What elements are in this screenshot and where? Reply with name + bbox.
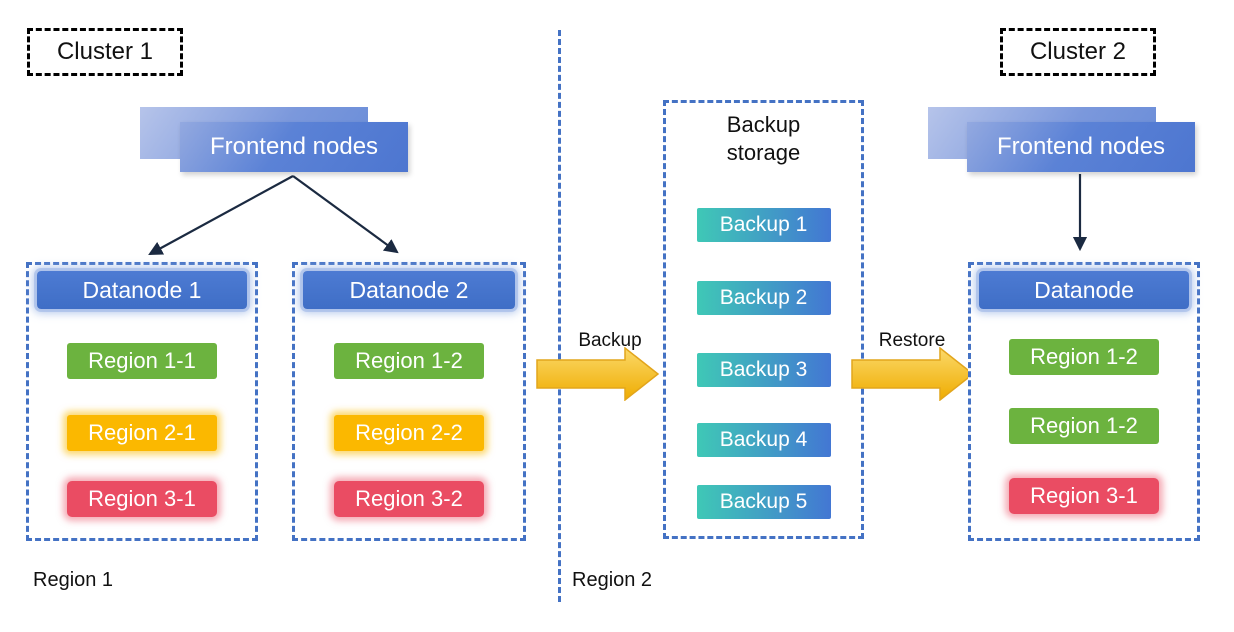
datanode2-header: Datanode 2 bbox=[303, 271, 515, 309]
cluster2-frontend-label: Frontend nodes bbox=[996, 133, 1166, 160]
datanode2-container: Datanode 2 Region 1-2 Region 2-2 Region … bbox=[292, 262, 526, 541]
region-label: Region 2-2 bbox=[355, 420, 463, 445]
restore-block-arrow bbox=[851, 347, 975, 401]
backup-storage-container: Backup storage Backup 1 Backup 2 Backup … bbox=[663, 100, 864, 539]
region-label: Region 2-1 bbox=[88, 420, 196, 445]
cluster1-frontend-label: Frontend nodes bbox=[209, 133, 379, 160]
region-label: Region 1-2 bbox=[355, 348, 463, 373]
cluster1-label-box: Cluster 1 bbox=[27, 28, 183, 76]
frontend-to-datanode2-arrow bbox=[292, 175, 399, 254]
region-label: Region 1-2 bbox=[1030, 344, 1138, 369]
region-box: Region 1-1 bbox=[67, 343, 217, 379]
backup-item-label: Backup 5 bbox=[719, 490, 808, 513]
backup-item: Backup 4 bbox=[696, 423, 831, 457]
cluster2-datanode-header: Datanode bbox=[979, 271, 1189, 309]
cluster2-datanode-container: Datanode Region 1-2 Region 1-2 Region 3-… bbox=[968, 262, 1200, 541]
cluster2-label: Cluster 2 bbox=[1029, 38, 1127, 65]
cluster2-frontend-nodes: Frontend nodes bbox=[967, 122, 1195, 172]
backup-item-label: Backup 3 bbox=[719, 358, 808, 381]
backup-block-arrow bbox=[536, 347, 660, 401]
datanode1-header: Datanode 1 bbox=[37, 271, 247, 309]
region-box: Region 1-2 bbox=[334, 343, 484, 379]
datanode1-container: Datanode 1 Region 1-1 Region 2-1 Region … bbox=[26, 262, 258, 541]
region-label: Region 3-1 bbox=[88, 486, 196, 511]
region-box: Region 2-2 bbox=[334, 415, 484, 451]
region-box: Region 2-1 bbox=[67, 415, 217, 451]
cluster1-frontend-nodes: Frontend nodes bbox=[180, 122, 408, 172]
region-label: Region 3-1 bbox=[1030, 483, 1138, 508]
backup-item-label: Backup 4 bbox=[719, 428, 808, 451]
frontend-to-datanode1-arrow bbox=[148, 175, 294, 256]
datanode2-title: Datanode 2 bbox=[349, 276, 469, 303]
region-divider-line bbox=[558, 30, 561, 602]
backup-storage-title: Backup storage bbox=[726, 112, 801, 165]
cluster2-label-box: Cluster 2 bbox=[1000, 28, 1156, 76]
region-box: Region 3-1 bbox=[67, 481, 217, 517]
backup-item-label: Backup 2 bbox=[719, 286, 808, 309]
zone-label-region2: Region 2 bbox=[572, 569, 653, 591]
region-label: Region 3-2 bbox=[355, 486, 463, 511]
backup-item: Backup 1 bbox=[696, 208, 831, 242]
region-box: Region 1-2 bbox=[1009, 408, 1159, 444]
region-box: Region 1-2 bbox=[1009, 339, 1159, 375]
region-box: Region 3-1 bbox=[1009, 478, 1159, 514]
zone-label-region1: Region 1 bbox=[33, 569, 114, 591]
backup-item: Backup 5 bbox=[696, 485, 831, 519]
region-label: Region 1-2 bbox=[1030, 413, 1138, 438]
datanode1-title: Datanode 1 bbox=[82, 276, 202, 303]
region-label: Region 1-1 bbox=[88, 348, 196, 373]
region-box: Region 3-2 bbox=[334, 481, 484, 517]
restore-flow-label: Restore bbox=[878, 330, 946, 351]
cluster1-label: Cluster 1 bbox=[56, 38, 154, 65]
backup-item: Backup 2 bbox=[696, 281, 831, 315]
backup-item-label: Backup 1 bbox=[719, 213, 808, 236]
backup-flow-label: Backup bbox=[578, 330, 642, 351]
backup-item: Backup 3 bbox=[696, 353, 831, 387]
cluster2-datanode-title: Datanode bbox=[1034, 276, 1134, 303]
